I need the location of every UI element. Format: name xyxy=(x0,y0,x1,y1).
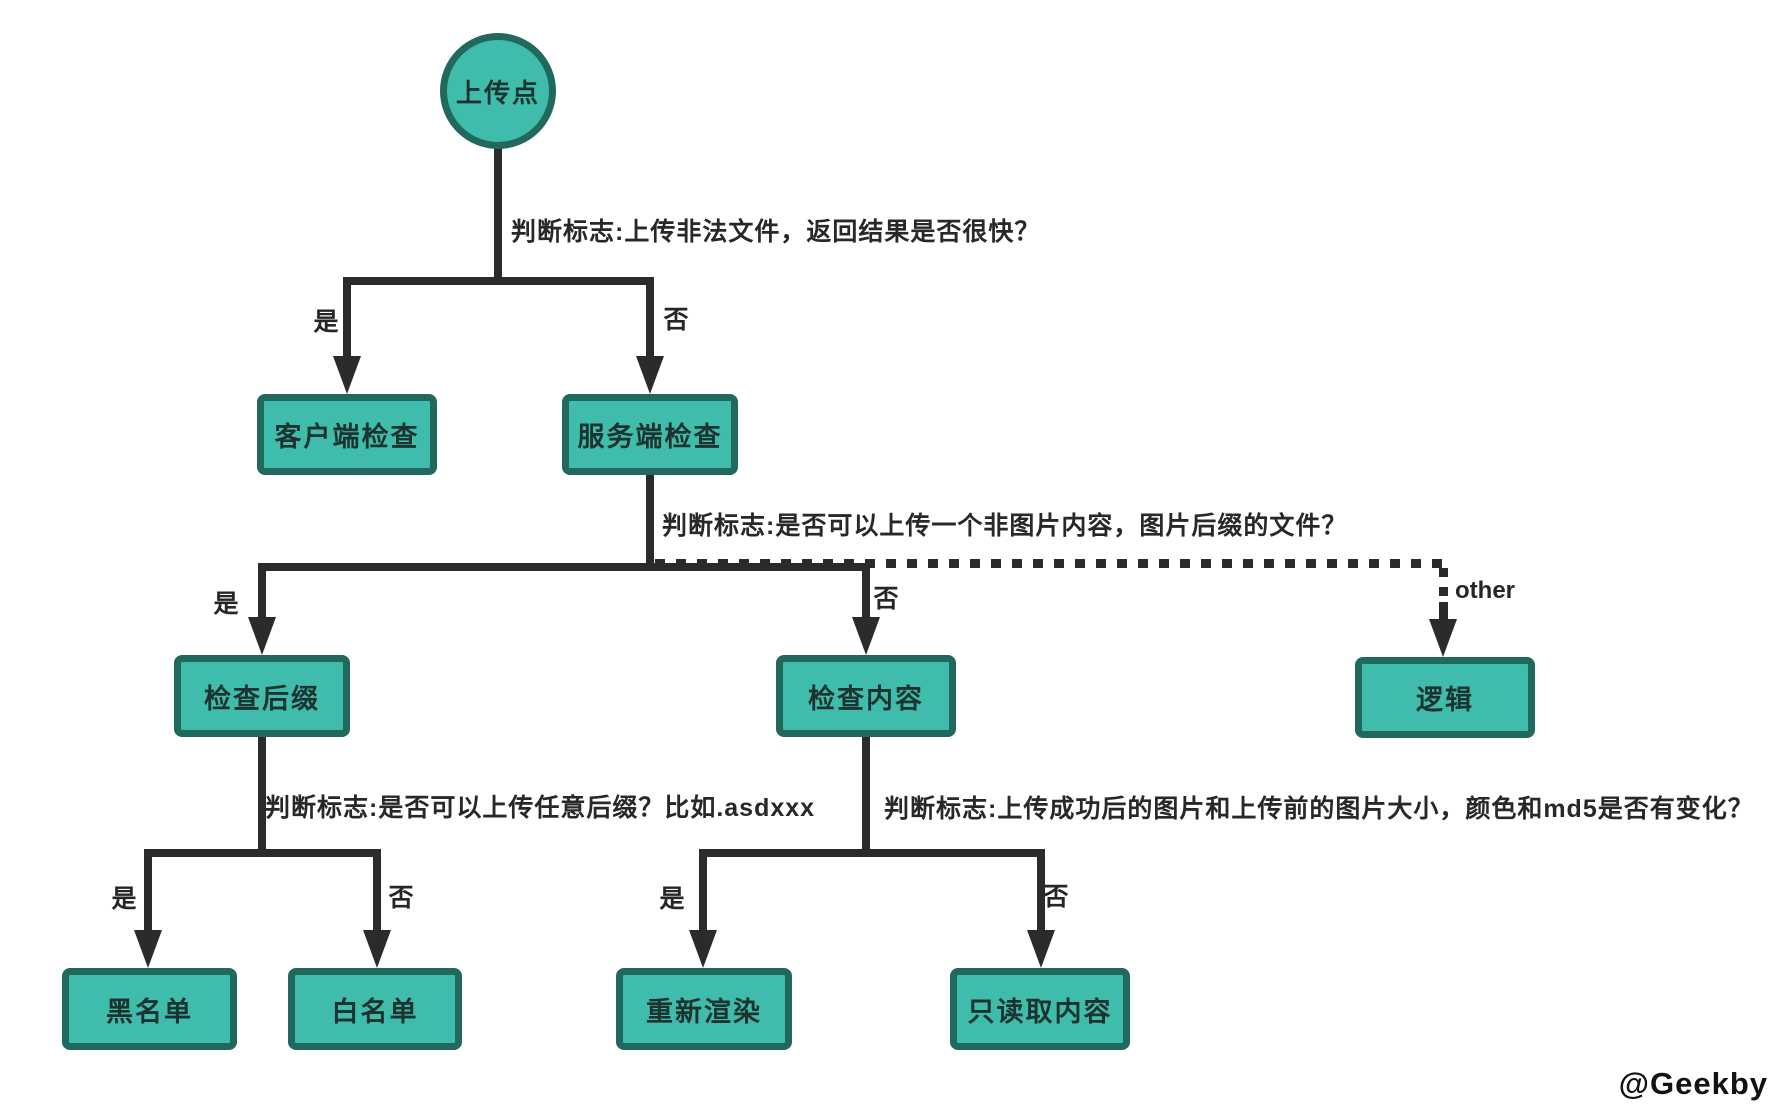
node-read-content: 只读取内容 xyxy=(950,968,1130,1050)
edge-label-d3-yes: 是 xyxy=(111,885,137,913)
arrowhead-read-content xyxy=(1027,930,1055,968)
edge-label-d2-no: 否 xyxy=(873,585,899,613)
connector-branch3b-right-drop xyxy=(1037,853,1045,935)
connector-root-stem xyxy=(494,145,502,285)
connector-other-dotted xyxy=(655,559,1450,568)
edge-label-d4-no: 否 xyxy=(1043,883,1069,911)
edge-label-d4-yes: 是 xyxy=(659,885,685,913)
connector-branch1-left-drop xyxy=(343,281,351,361)
connector-suffix-stem xyxy=(258,737,266,857)
decision-label-2: 判断标志:是否可以上传一个非图片内容，图片后缀的文件？ xyxy=(662,512,1348,540)
watermark-geekby: @Geekby xyxy=(1618,1066,1768,1101)
arrowhead-server-check xyxy=(636,356,664,394)
connector-branch2-right-drop xyxy=(862,567,870,621)
connector-other-dotted-drop xyxy=(1439,568,1448,608)
edge-label-d2-other: other xyxy=(1455,577,1515,604)
arrowhead-check-content xyxy=(852,617,880,655)
node-logic: 逻辑 xyxy=(1355,657,1535,738)
connector-branch3b xyxy=(699,849,1045,857)
connector-branch2-left-drop xyxy=(258,567,266,621)
edge-label-d1-no: 否 xyxy=(663,306,689,334)
connector-server-stem xyxy=(646,475,654,571)
node-upload-point: 上传点 xyxy=(440,33,556,149)
arrowhead-client-check xyxy=(333,356,361,394)
node-client-check: 客户端检查 xyxy=(257,394,437,475)
node-server-check: 服务端检查 xyxy=(562,394,738,475)
arrowhead-logic xyxy=(1429,619,1457,657)
node-check-content: 检查内容 xyxy=(776,655,956,737)
arrowhead-check-suffix xyxy=(248,617,276,655)
node-rerender: 重新渲染 xyxy=(616,968,792,1050)
decision-label-4: 判断标志:上传成功后的图片和上传前的图片大小，颜色和md5是否有变化？ xyxy=(884,795,1754,823)
arrowhead-blacklist xyxy=(134,930,162,968)
connector-branch3b-left-drop xyxy=(699,853,707,935)
connector-branch1 xyxy=(343,277,654,285)
edge-label-d3-no: 否 xyxy=(388,884,414,912)
arrowhead-rerender xyxy=(689,930,717,968)
decision-label-3: 判断标志:是否可以上传任意后缀？比如.asdxxx xyxy=(265,794,816,822)
node-blacklist: 黑名单 xyxy=(62,968,237,1050)
edge-label-d1-yes: 是 xyxy=(313,308,339,336)
connector-branch3a xyxy=(144,849,381,857)
node-check-suffix: 检查后缀 xyxy=(174,655,350,737)
connector-branch2 xyxy=(258,563,870,571)
edge-label-d2-yes: 是 xyxy=(213,590,239,618)
connector-content-stem xyxy=(862,737,870,857)
arrowhead-whitelist xyxy=(363,930,391,968)
node-whitelist: 白名单 xyxy=(288,968,462,1050)
connector-other-shaft xyxy=(1439,602,1448,624)
connector-branch3a-left-drop xyxy=(144,853,152,935)
connector-branch1-right-drop xyxy=(646,281,654,361)
decision-label-1: 判断标志:上传非法文件，返回结果是否很快？ xyxy=(511,218,1041,246)
connector-branch3a-right-drop xyxy=(373,853,381,935)
